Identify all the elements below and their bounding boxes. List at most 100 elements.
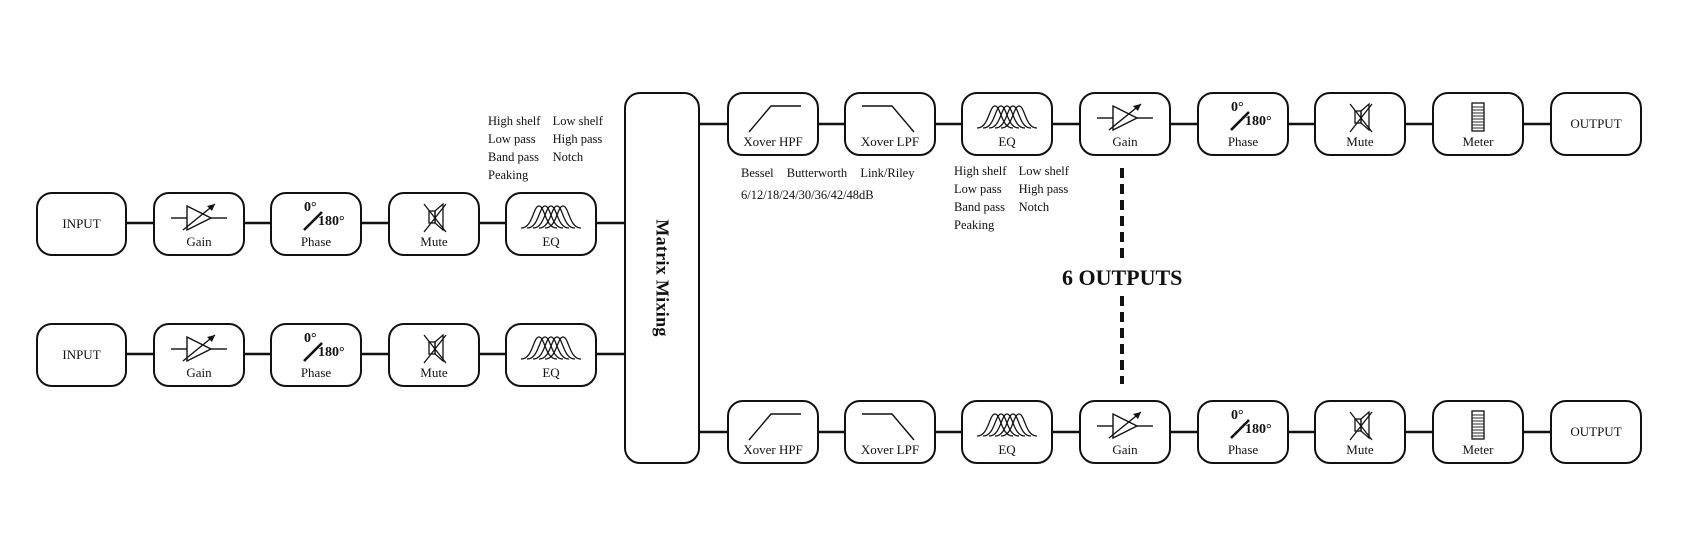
phase-180-label: 180° (318, 214, 345, 229)
eq-curves-icon (976, 413, 1038, 437)
mute-icon (423, 333, 447, 364)
outputs-count-label: 6 OUTPUTS (1062, 265, 1183, 290)
phase-block: 0° 180° Phase (1197, 92, 1289, 156)
output-block: OUTPUT (1550, 400, 1642, 464)
mute-label: Mute (420, 234, 448, 249)
gain-label: Gain (1112, 134, 1138, 149)
output-block: OUTPUT (1550, 92, 1642, 156)
xover-type: Link/Riley (860, 166, 915, 180)
filter-type: Low shelf (1018, 164, 1069, 178)
filter-type: Band pass (488, 150, 540, 164)
gain-label: Gain (186, 234, 212, 249)
phase-icon: 0° 180° (282, 331, 350, 365)
phase-label: Phase (300, 365, 332, 380)
eq-curves-icon (976, 105, 1038, 129)
meter-block: Meter (1432, 400, 1524, 464)
filter-type: Peaking (488, 168, 529, 182)
phase-icon: 0° 180° (1209, 100, 1277, 134)
phase-icon: 0° 180° (1209, 408, 1277, 442)
high-pass-curve-icon (748, 105, 801, 133)
meter-block: Meter (1432, 92, 1524, 156)
eq-curves-icon (520, 336, 582, 360)
phase-zero-label: 0° (304, 200, 317, 215)
phase-block: 0° 180° Phase (1197, 400, 1289, 464)
input-label: INPUT (62, 216, 101, 231)
phase-block: 0° 180° Phase (270, 323, 362, 387)
filter-type: High shelf (488, 114, 541, 128)
filter-type: Peaking (954, 218, 995, 232)
xover-hpf-label: Xover HPF (743, 134, 803, 149)
xover-lpf-block: Xover LPF (844, 400, 936, 464)
input-block: INPUT (36, 192, 127, 256)
output-label: OUTPUT (1570, 424, 1622, 439)
eq-label: EQ (542, 234, 560, 249)
eq-block: EQ (505, 323, 597, 387)
xover-type: Bessel (741, 166, 774, 180)
gain-block: Gain (1079, 400, 1171, 464)
filter-type: High pass (1018, 182, 1069, 196)
phase-label: Phase (300, 234, 332, 249)
xover-lpf-label: Xover LPF (860, 442, 920, 457)
eq-label: EQ (542, 365, 560, 380)
filter-type: Band pass (954, 200, 1006, 214)
eq-curves-icon (520, 205, 582, 229)
mute-icon (1349, 410, 1373, 441)
eq-block: EQ (505, 192, 597, 256)
filter-type: High shelf (954, 164, 1007, 178)
output-eq-filter-types: High shelf Low pass Band pass Peaking Lo… (954, 162, 1069, 234)
xover-lpf-block: Xover LPF (844, 92, 936, 156)
eq-label: EQ (998, 442, 1016, 457)
low-pass-curve-icon (862, 413, 915, 441)
gain-icon (1097, 103, 1153, 132)
phase-zero-label: 0° (1231, 408, 1244, 423)
filter-type: Notch (552, 150, 584, 164)
phase-180-label: 180° (318, 345, 345, 360)
gain-icon (1097, 411, 1153, 440)
mute-label: Mute (420, 365, 448, 380)
input-block: INPUT (36, 323, 127, 387)
eq-block: EQ (961, 400, 1053, 464)
phase-zero-label: 0° (304, 331, 317, 346)
output-label: OUTPUT (1570, 116, 1622, 131)
filter-type: Low shelf (552, 114, 603, 128)
gain-label: Gain (186, 365, 212, 380)
mute-block: Mute (1314, 92, 1406, 156)
gain-block: Gain (153, 323, 245, 387)
meter-label: Meter (1462, 442, 1494, 457)
filter-type: Notch (1018, 200, 1050, 214)
mute-block: Mute (1314, 400, 1406, 464)
xover-filter-types: Bessel Butterworth Link/Riley 6/12/18/24… (741, 162, 914, 206)
filter-type: Low pass (488, 132, 536, 146)
mute-block: Mute (388, 192, 480, 256)
gain-label: Gain (1112, 442, 1138, 457)
phase-block: 0° 180° Phase (270, 192, 362, 256)
mute-block: Mute (388, 323, 480, 387)
gain-block: Gain (1079, 92, 1171, 156)
phase-label: Phase (1227, 442, 1259, 457)
xover-hpf-label: Xover HPF (743, 442, 803, 457)
meter-label: Meter (1462, 134, 1494, 149)
filter-type: High pass (552, 132, 603, 146)
high-pass-curve-icon (748, 413, 801, 441)
low-pass-curve-icon (862, 105, 915, 133)
xover-slopes: 6/12/18/24/30/36/42/48dB (741, 188, 874, 202)
xover-hpf-block: Xover HPF (727, 400, 819, 464)
input-eq-filter-types: High shelf Low pass Band pass Peaking Lo… (488, 112, 603, 184)
xover-lpf-label: Xover LPF (860, 134, 920, 149)
mute-label: Mute (1346, 134, 1374, 149)
xover-hpf-block: Xover HPF (727, 92, 819, 156)
phase-180-label: 180° (1245, 114, 1272, 129)
mute-icon (1349, 102, 1373, 133)
filter-type: Low pass (954, 182, 1002, 196)
phase-label: Phase (1227, 134, 1259, 149)
input-label: INPUT (62, 347, 101, 362)
meter-icon (1471, 102, 1485, 132)
meter-icon (1471, 410, 1485, 440)
gain-icon (171, 334, 227, 363)
gain-block: Gain (153, 192, 245, 256)
gain-icon (171, 203, 227, 232)
eq-label: EQ (998, 134, 1016, 149)
matrix-mixing-block: Matrix Mixing (624, 92, 700, 464)
